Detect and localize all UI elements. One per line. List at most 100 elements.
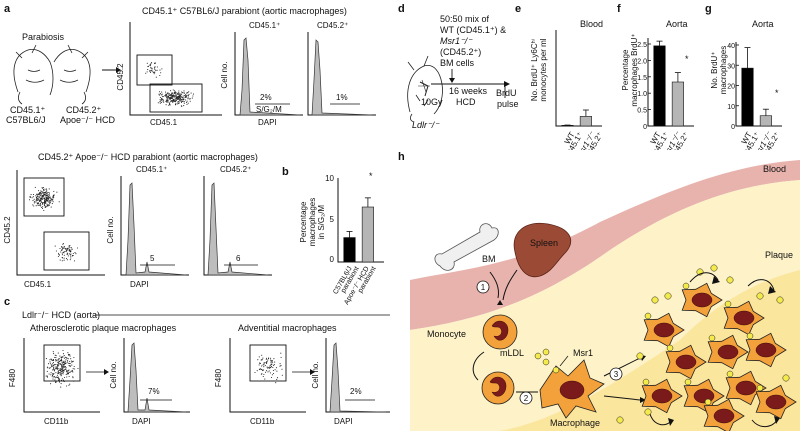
flow-event-dot — [160, 97, 163, 100]
flow-event-dot — [272, 372, 275, 375]
flow-event-dot — [63, 376, 66, 379]
top-title: CD45.1⁺ C57BL6/J parabiont (aortic macro… — [142, 6, 347, 16]
flow-event-dot — [172, 89, 174, 91]
mldl-particle-4 — [726, 276, 734, 284]
flow-event-dot — [35, 193, 38, 195]
flow-event-dot — [40, 205, 42, 207]
foam-cell-ldl-0 — [644, 312, 652, 320]
flow-event-dot — [48, 201, 50, 203]
flow-event-dot — [177, 103, 179, 105]
flow-event-dot — [50, 372, 52, 374]
flow-event-dot — [170, 97, 172, 99]
flow-event-dot — [271, 374, 273, 376]
flow-event-dot — [58, 358, 60, 360]
bar-1 — [759, 115, 772, 127]
flow-event-dot — [270, 359, 272, 361]
h-step3: 3 — [614, 370, 619, 379]
macrophage-cluster — [616, 264, 797, 431]
flow-event-dot — [51, 203, 53, 205]
bar-0 — [343, 237, 356, 263]
flow-event-dot — [51, 364, 53, 366]
h-arrow-proliferate-2-icon — [640, 397, 646, 403]
flow-event-dot — [46, 199, 48, 201]
flow-event-dot — [48, 188, 50, 190]
flow-event-dot — [51, 369, 53, 371]
flow-event-dot — [61, 252, 63, 254]
flow-event-dot — [71, 364, 73, 366]
c-x-cd11b-right: CD11b — [250, 417, 275, 426]
d-line5: BM cells — [440, 58, 475, 68]
flow-event-dot — [72, 377, 74, 379]
e-ylabel-1: No. BrdU⁺ Ly6Cʰⁱ — [530, 39, 539, 101]
mldl-particles — [534, 348, 560, 374]
foam-cell-nucleus-6 — [651, 388, 673, 404]
flow-event-dot — [174, 104, 177, 106]
flow-event-dot — [261, 373, 263, 375]
flow-event-dot — [273, 358, 275, 360]
bar-0 — [653, 45, 666, 127]
flow-event-dot — [178, 91, 180, 94]
foam-cell-ldl-8 — [726, 370, 734, 378]
flow-event-dot — [70, 251, 72, 253]
flow-event-dot — [270, 366, 272, 368]
flow-event-dot — [42, 206, 44, 208]
flow-event-dot — [269, 372, 271, 374]
flow-event-dot — [178, 102, 180, 104]
flow-event-dot — [171, 93, 173, 95]
flow-event-dot — [42, 192, 45, 194]
tick-label: 0 — [643, 124, 647, 131]
mldl-particle-9 — [782, 374, 790, 382]
g-ylabel-2: macrophages — [719, 46, 728, 94]
flow-event-dot — [58, 254, 61, 256]
spleen-icon — [513, 222, 571, 278]
flow-event-dot — [38, 200, 41, 202]
flow-event-dot — [53, 196, 55, 198]
flow-event-dot — [58, 373, 60, 375]
proliferation-arrow-head-icon — [768, 286, 776, 294]
flow-event-dot — [45, 193, 47, 195]
flow-event-dot — [267, 367, 269, 369]
flow-event-dot — [53, 370, 55, 372]
flow-event-dot — [56, 366, 58, 368]
foam-cell-nucleus-8 — [735, 380, 757, 396]
flow-event-dot — [67, 255, 69, 257]
flow-event-dot — [159, 101, 161, 103]
flow-event-dot — [272, 369, 274, 372]
flow-event-dot — [154, 66, 156, 68]
flow-event-dot — [46, 376, 49, 378]
flow-event-dot — [183, 90, 185, 92]
b-ylabel-3: in S/G₂/M — [317, 205, 326, 240]
flow-event-dot — [58, 381, 61, 383]
flow-event-dot — [186, 96, 188, 98]
flow-event-dot — [60, 359, 62, 361]
flow-event-dot — [279, 365, 281, 367]
bar-1 — [361, 206, 374, 263]
flow-event-dot — [57, 365, 59, 367]
flow-event-dot — [68, 371, 70, 373]
flow-event-dot — [267, 359, 269, 361]
foam-cell-ldl-9 — [756, 384, 764, 392]
flow-event-dot — [73, 365, 75, 368]
histogram-top-1 — [234, 32, 303, 116]
flow-event-dot — [75, 253, 77, 255]
flow-event-dot — [32, 204, 34, 206]
flow-event-dot — [38, 194, 40, 196]
flow-event-dot — [30, 196, 32, 198]
flow-event-dot — [55, 360, 57, 362]
tick-label: 1.5 — [637, 75, 647, 82]
flow-event-dot — [149, 71, 152, 74]
flow-plot-top — [129, 22, 222, 116]
flow-event-dot — [65, 362, 67, 364]
flow-event-dot — [165, 91, 167, 93]
flow-event-dot — [30, 194, 32, 196]
h-monocyte-label: Monocyte — [427, 329, 466, 339]
h-arrow-proliferate-2 — [603, 395, 641, 401]
flow-event-dot — [164, 94, 166, 96]
flow-event-dot — [56, 374, 58, 376]
pct-top-2: 1% — [336, 93, 348, 102]
flow-event-dot — [57, 361, 59, 363]
flow-event-dot — [190, 92, 192, 94]
flow-event-dot — [145, 72, 147, 74]
bottom-title: CD45.2⁺ Apoe⁻/⁻ HCD parabiont (aortic ma… — [38, 152, 258, 162]
flow-event-dot — [150, 63, 152, 65]
